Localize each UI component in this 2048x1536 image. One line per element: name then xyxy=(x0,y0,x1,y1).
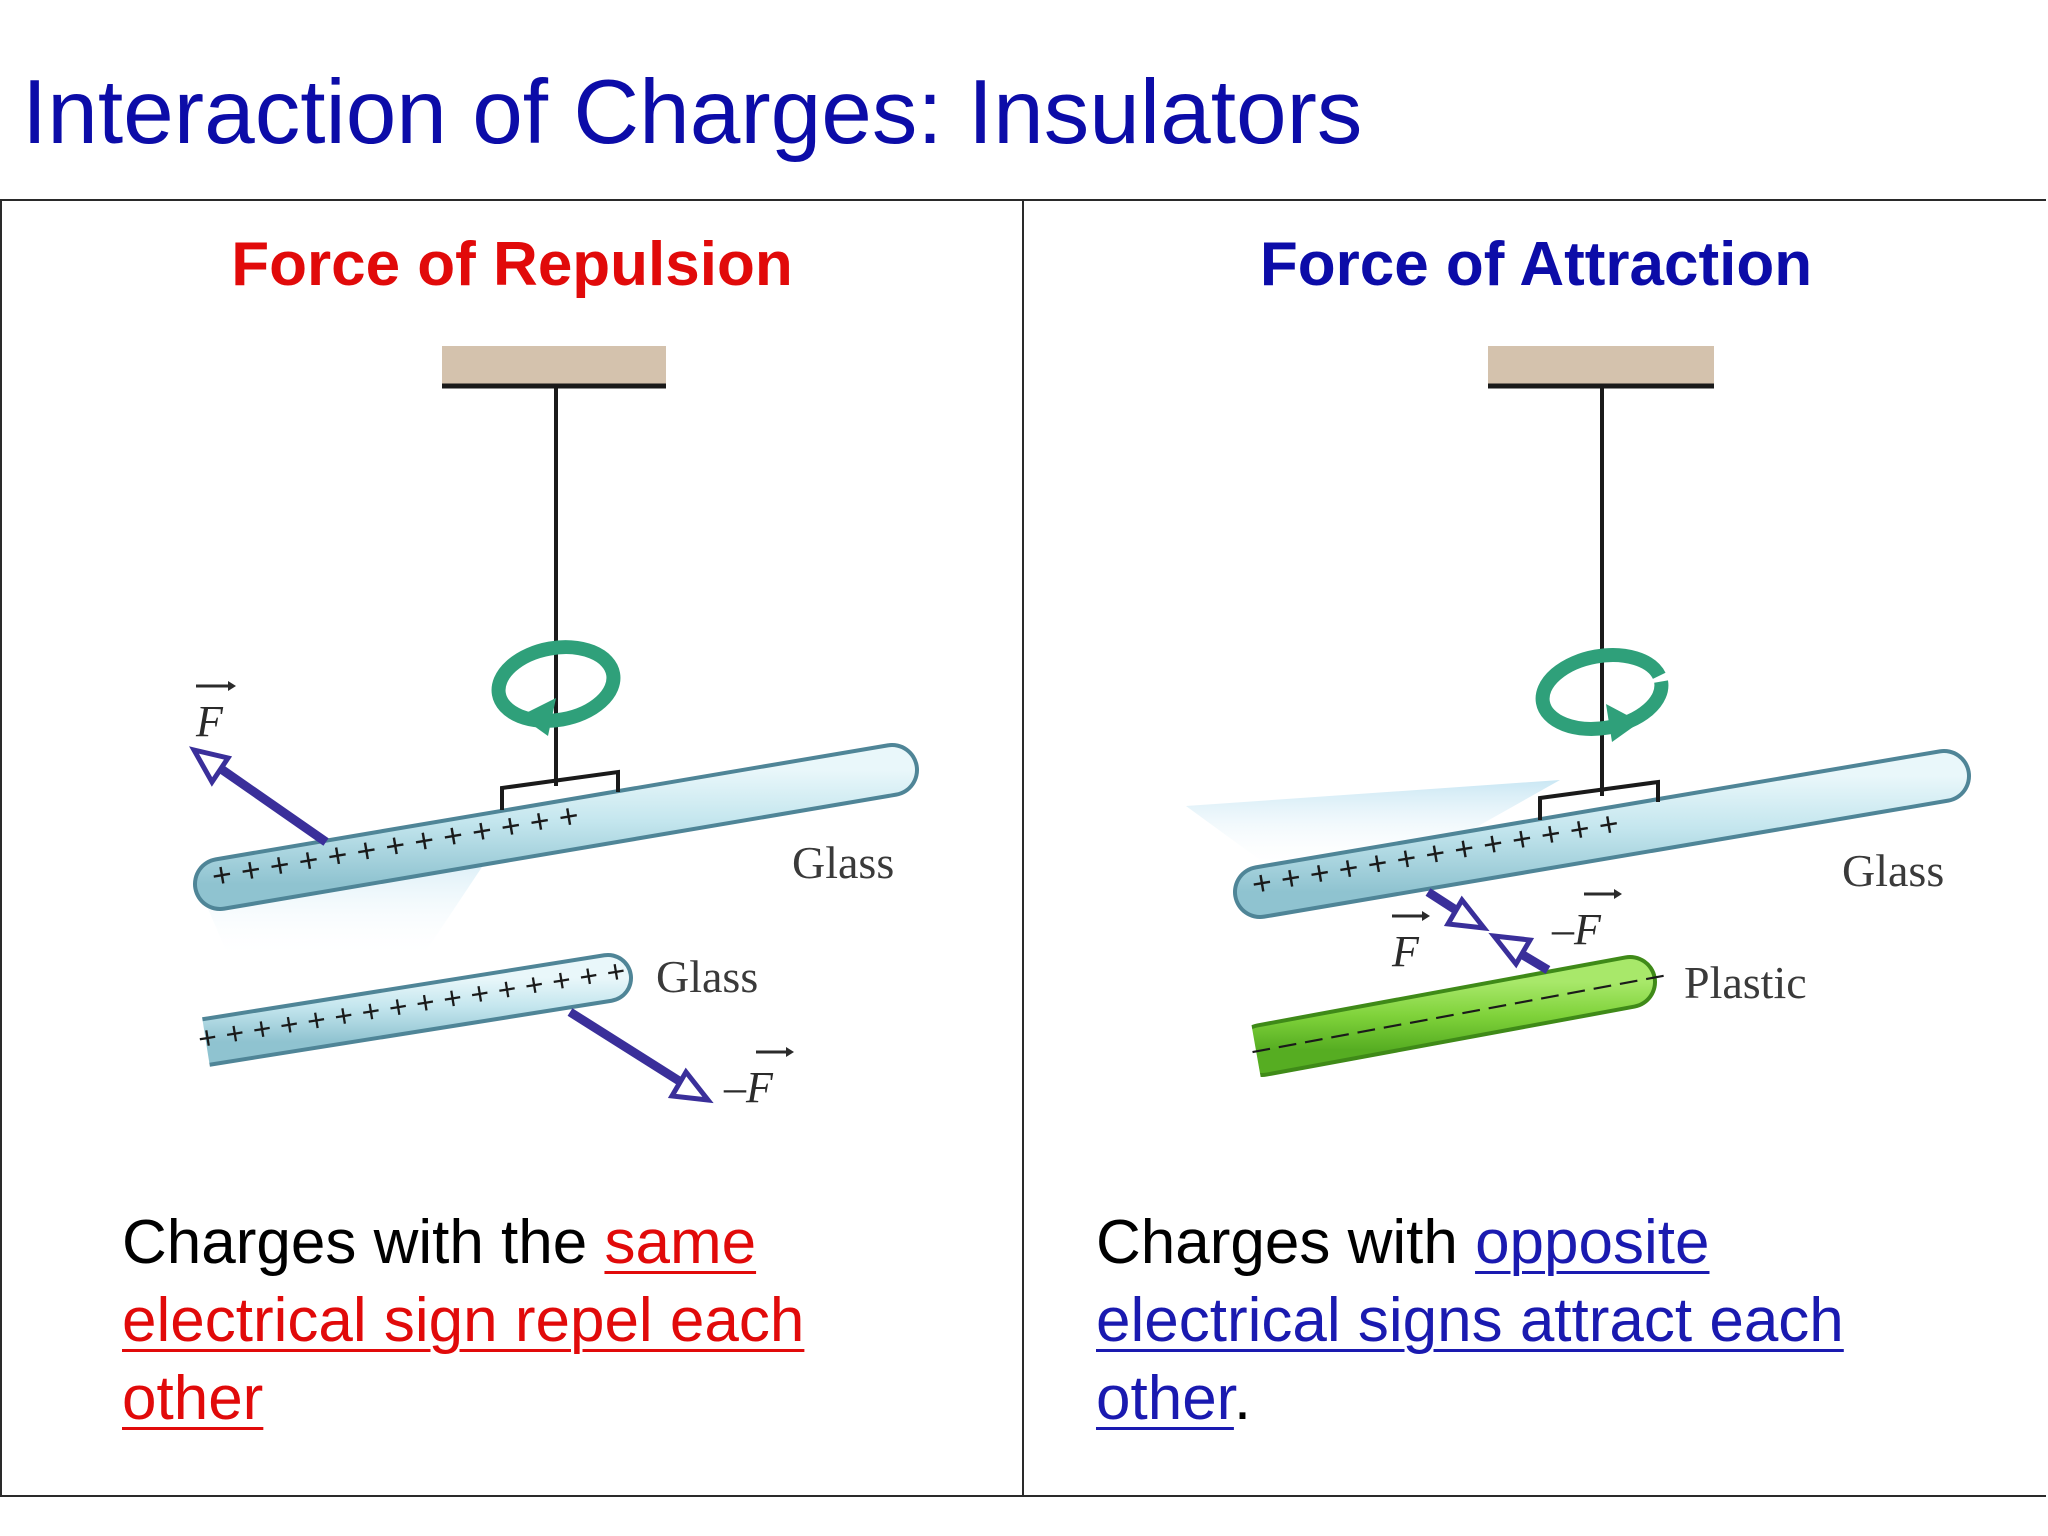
upper-glass-rod xyxy=(1237,753,1967,915)
caption-emphasis: same xyxy=(604,1208,757,1277)
caption-repulsion: Charges with the same electrical sign rep… xyxy=(122,1204,804,1438)
caption-emphasis: electrical signs attract each xyxy=(1096,1286,1844,1355)
force-arrow-icon xyxy=(567,1008,714,1104)
table-divider xyxy=(1022,199,1024,1497)
upper-rod-label: Glass xyxy=(1842,845,1944,896)
force-arrow-icon xyxy=(189,746,329,846)
lower-rod-label: Glass xyxy=(656,951,758,1002)
attraction-diagram: + + + + + + + + + + + + + – – – – – – – … xyxy=(1186,346,1971,1105)
caption-emphasis: electrical sign repel each xyxy=(122,1286,805,1355)
force-arrow-icon xyxy=(1425,888,1490,932)
rotation-arrow-icon xyxy=(491,640,621,736)
force-label-F: F xyxy=(195,697,224,746)
rod-clamp xyxy=(1538,779,1660,820)
force-label-minus-F: –F xyxy=(723,1063,774,1112)
ceiling-support xyxy=(442,346,666,386)
vector-bar-tip xyxy=(228,681,236,691)
plastic-rod-label: Plastic xyxy=(1684,957,1807,1008)
caption-emphasis: other xyxy=(122,1364,264,1433)
force-label-F: F xyxy=(1391,927,1420,976)
lower-glass-rod xyxy=(185,957,629,1063)
heading-attraction: Force of Attraction xyxy=(1259,230,1813,299)
force-arrow-icon xyxy=(1488,932,1551,974)
upper-glass-rod xyxy=(197,747,915,907)
ceiling-support xyxy=(1488,346,1714,386)
rod-cut-end xyxy=(171,1010,214,1095)
rod-shadow xyxy=(1186,780,1560,870)
vector-bar-tip xyxy=(1422,911,1430,921)
caption-attraction: Charges with opposite electrical signs at… xyxy=(1096,1204,1844,1438)
caption-emphasis: opposite xyxy=(1475,1208,1710,1277)
caption-lead: Charges with the xyxy=(122,1208,605,1277)
caption-lead: Charges with xyxy=(1096,1208,1476,1277)
rod-clamp xyxy=(500,769,620,810)
rod-cut-end xyxy=(1216,1013,1265,1105)
rotation-arrow-icon xyxy=(1535,648,1669,742)
heading-repulsion: Force of Repulsion xyxy=(231,230,793,299)
repulsion-diagram: + + + + + + + + + + + + + F Glass + + + … xyxy=(171,346,919,1112)
slide-title: Interaction of Charges: Insulators xyxy=(22,62,1363,163)
force-label-minus-F: –F xyxy=(1551,905,1602,954)
caption-trail: . xyxy=(1233,1364,1252,1433)
caption-emphasis: other xyxy=(1096,1364,1234,1433)
vector-bar-tip xyxy=(1614,889,1622,899)
plastic-rod xyxy=(1239,959,1653,1073)
upper-rod-label: Glass xyxy=(792,837,894,888)
vector-bar-tip xyxy=(786,1047,794,1057)
